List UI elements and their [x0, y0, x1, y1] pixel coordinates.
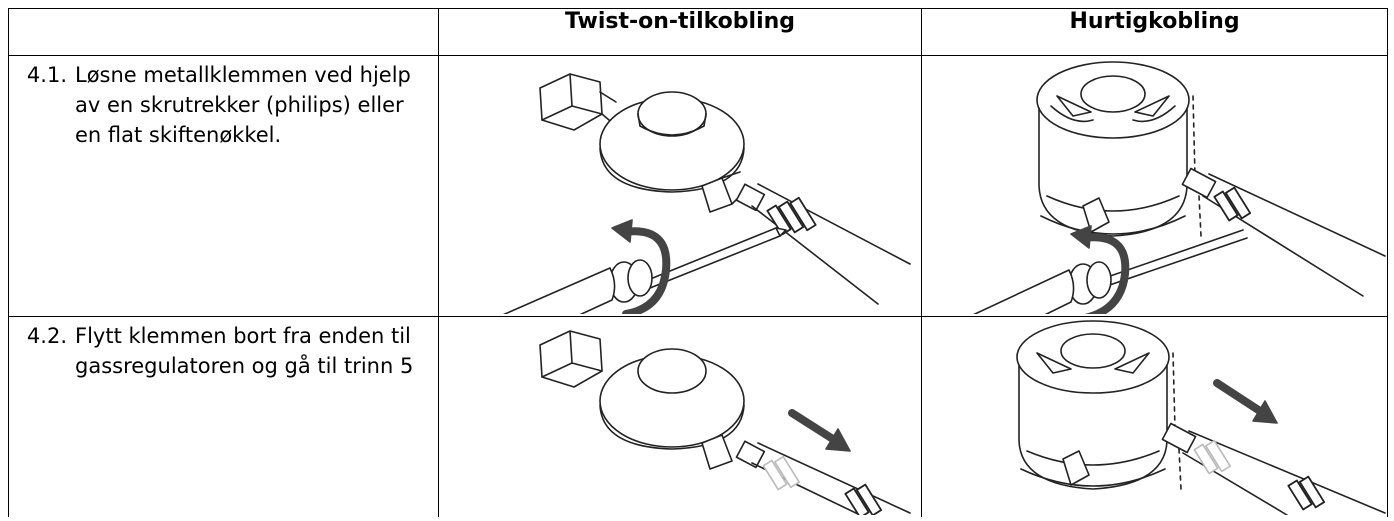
- step-4-2-cell: 4.2. Flytt klemmen bort fra enden til ga…: [8, 316, 439, 517]
- header-quick-coupling: Hurtigkobling: [921, 8, 1388, 56]
- quick-coupling-regulator-screwdriver-illustration: [972, 61, 1386, 314]
- step-number: 4.1.: [26, 63, 67, 87]
- twist-on-step-4-1-illustration-cell: [438, 55, 922, 317]
- header-twist-on: Twist-on-tilkobling: [438, 8, 922, 56]
- header-blank-cell: [8, 8, 439, 56]
- quick-coupling-step-4-1-illustration-cell: [921, 55, 1388, 317]
- step-text: Flytt klemmen bort fra enden til gassreg…: [75, 324, 414, 378]
- quick-coupling-step-4-2-illustration-cell: [921, 316, 1388, 517]
- step-number: 4.2.: [26, 324, 67, 348]
- step-text: Løsne metallklemmen ved hjelp av en skru…: [75, 63, 411, 147]
- quick-coupling-regulator-move-clamp-illustration: [1015, 320, 1386, 515]
- twist-on-regulator-move-clamp-illustration: [539, 330, 911, 515]
- twist-on-step-4-2-illustration-cell: [438, 316, 922, 517]
- twist-on-regulator-screwdriver-illustration: [502, 73, 911, 314]
- step-4-1-cell: 4.1. Løsne metallklemmen ved hjelp av en…: [8, 55, 439, 317]
- instruction-table: Twist-on-tilkobling Hurtigkobling 4.1. L…: [8, 8, 1388, 517]
